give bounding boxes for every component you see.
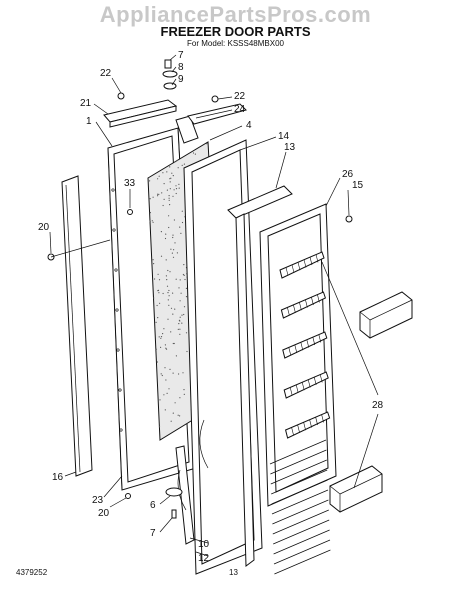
callout-15: 15 — [352, 180, 364, 191]
callout-9: 9 — [178, 74, 184, 85]
drawing-code: 4379252 — [16, 568, 48, 577]
model-subtitle: For Model: KSSS48MBX00 — [187, 39, 284, 48]
callout-21: 21 — [80, 98, 92, 109]
callout-1: 1 — [86, 116, 92, 127]
callout-33: 33 — [124, 178, 136, 189]
screws — [47, 92, 353, 499]
strip-24 — [175, 103, 247, 144]
diagram-title: FREEZER DOOR PARTS — [160, 24, 311, 39]
callout-20-bottom: 20 — [98, 508, 110, 519]
bottom-trim — [175, 419, 209, 545]
callout-26: 26 — [342, 169, 354, 180]
inner-door-liner — [259, 203, 337, 575]
callout-22-left: 22 — [100, 68, 112, 79]
callout-16: 16 — [52, 472, 64, 483]
callout-28: 28 — [372, 400, 384, 411]
hinge-pin-stack — [162, 59, 178, 90]
hinge-bracket-21 — [103, 99, 178, 128]
page-number: 13 — [229, 568, 238, 577]
callout-13: 13 — [284, 142, 296, 153]
callout-labels: 7 8 9 22 22 24 21 1 4 14 13 33 26 15 20 … — [38, 50, 384, 564]
callout-20-left: 20 — [38, 222, 50, 233]
callout-14: 14 — [278, 131, 290, 142]
bottom-hinge-6 — [165, 487, 183, 519]
door-bin-upper — [359, 291, 413, 339]
breaker-strip-13 — [227, 185, 293, 567]
watermark: AppliancePartsPros.com — [99, 2, 372, 27]
callout-12: 12 — [198, 553, 210, 564]
callout-10: 10 — [198, 539, 210, 550]
callout-23: 23 — [92, 495, 104, 506]
callout-7-top: 7 — [178, 50, 184, 61]
door-bin-lower — [329, 465, 383, 513]
callout-4: 4 — [246, 120, 252, 131]
callout-7-bottom: 7 — [150, 528, 156, 539]
leader-lines — [49, 54, 379, 557]
callout-6: 6 — [150, 500, 156, 511]
callout-24: 24 — [234, 104, 246, 115]
outer-panel-16 — [61, 175, 93, 477]
callout-22-right: 22 — [234, 91, 246, 102]
callout-8: 8 — [178, 62, 184, 73]
